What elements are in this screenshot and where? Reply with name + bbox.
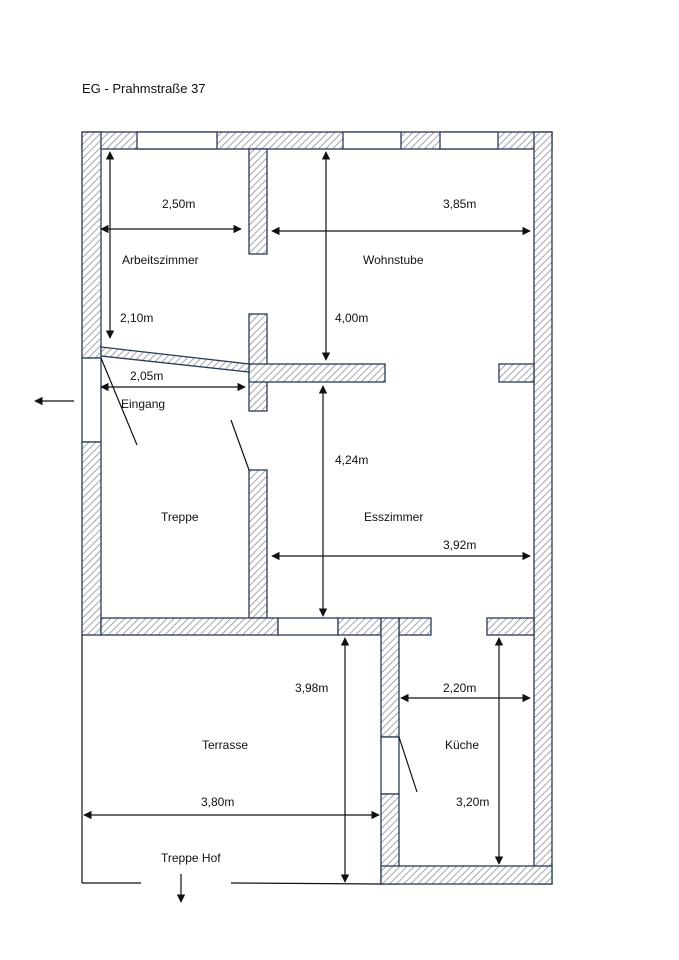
top-window-2	[342, 131, 402, 150]
room-esszimmer: Esszimmer	[364, 510, 423, 524]
door-swing-treppe	[230, 419, 250, 471]
terrace-bottom-right	[230, 882, 382, 885]
dim-4-24: 4,24m	[335, 453, 368, 467]
room-arbeitszimmer: Arbeitszimmer	[122, 253, 199, 267]
thin-lines	[81, 357, 418, 885]
room-kueche: Küche	[445, 738, 479, 752]
left-wall-upper	[81, 131, 102, 359]
dimension-arrows	[34, 151, 531, 903]
dim-3-85: 3,85m	[443, 197, 476, 211]
dim-2-05: 2,05m	[130, 369, 163, 383]
dim-3-98: 3,98m	[295, 681, 328, 695]
door-swing-entrance	[100, 357, 138, 446]
dim-2-20: 2,20m	[443, 681, 476, 695]
room-labels: Arbeitszimmer Wohnstube Eingang Treppe E…	[121, 253, 479, 865]
dim-3-20: 3,20m	[456, 795, 489, 809]
walls	[81, 131, 553, 885]
wall-stub-right	[498, 363, 535, 383]
right-wall	[533, 131, 553, 885]
kitchen-bottom-wall	[380, 865, 553, 885]
dim-3-80: 3,80m	[201, 795, 234, 809]
sloped-wall	[100, 346, 250, 373]
room-treppe: Treppe	[161, 510, 199, 524]
left-wall-lower	[81, 441, 102, 636]
top-window-1	[136, 131, 218, 150]
dim-3-92: 3,92m	[443, 538, 476, 552]
mid-wall-center	[337, 617, 382, 636]
dim-2-50: 2,50m	[162, 197, 195, 211]
entrance-door-opening	[81, 357, 102, 443]
mid-wall-left	[100, 617, 279, 636]
dim-2-10: 2,10m	[120, 311, 153, 325]
dimension-labels: 2,50m 3,85m 2,10m 4,00m 2,05m 4,24m 3,92…	[120, 197, 489, 809]
wall-arbeit-wohn	[248, 148, 268, 255]
mid-wall-right	[486, 617, 535, 636]
top-window-3	[439, 131, 499, 150]
plan-title: EG - Prahmstraße 37	[82, 81, 206, 96]
room-treppe-hof: Treppe Hof	[161, 851, 221, 865]
kitchen-wall-upper	[380, 617, 400, 738]
door-swing-kitchen	[398, 736, 418, 793]
wall-treppe-ess	[248, 469, 268, 619]
room-eingang: Eingang	[121, 397, 165, 411]
dim-4-00: 4,00m	[335, 311, 368, 325]
room-terrasse: Terrasse	[202, 738, 248, 752]
mid-wall-kitchen	[398, 617, 432, 636]
mid-window	[277, 617, 339, 636]
cross-wall-horizontal	[248, 363, 386, 383]
room-wohnstube: Wohnstube	[363, 253, 424, 267]
cross-wall-vertical	[248, 313, 268, 412]
kitchen-door-opening	[380, 736, 400, 795]
